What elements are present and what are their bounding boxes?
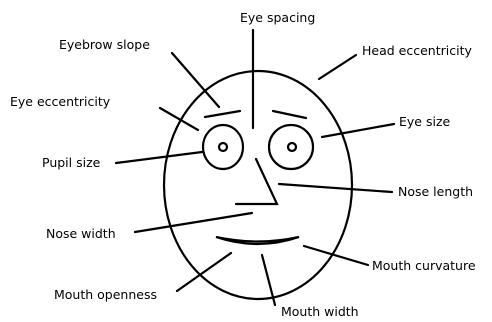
label-pupil-size: Pupil size (42, 155, 101, 170)
mouth (216, 237, 299, 244)
right-pupil (288, 143, 296, 151)
leader-nose-width (135, 213, 252, 232)
right-eyebrow (273, 111, 306, 118)
leader-head-eccentricity (319, 55, 356, 79)
label-eyebrow-slope: Eyebrow slope (59, 37, 150, 52)
leader-pupil-size (116, 152, 202, 163)
label-head-eccentricity: Head eccentricity (362, 43, 472, 58)
label-eye-size: Eye size (399, 114, 451, 129)
leader-nose-length (279, 184, 392, 192)
label-nose-width: Nose width (46, 226, 116, 241)
label-mouth-width: Mouth width (281, 304, 359, 319)
label-mouth-openness: Mouth openness (54, 287, 157, 302)
nose (236, 159, 277, 204)
leader-eye-eccentricity (160, 108, 198, 130)
label-mouth-curvature: Mouth curvature (372, 258, 476, 273)
leader-eye-size (322, 124, 394, 137)
label-eye-eccentricity: Eye eccentricity (10, 94, 111, 109)
left-pupil (219, 143, 227, 151)
head-outline (164, 71, 352, 299)
label-eye-spacing: Eye spacing (240, 10, 315, 25)
left-eyebrow (205, 111, 240, 117)
left-eye (203, 125, 243, 169)
right-eye (269, 125, 313, 169)
label-nose-length: Nose length (398, 184, 473, 199)
